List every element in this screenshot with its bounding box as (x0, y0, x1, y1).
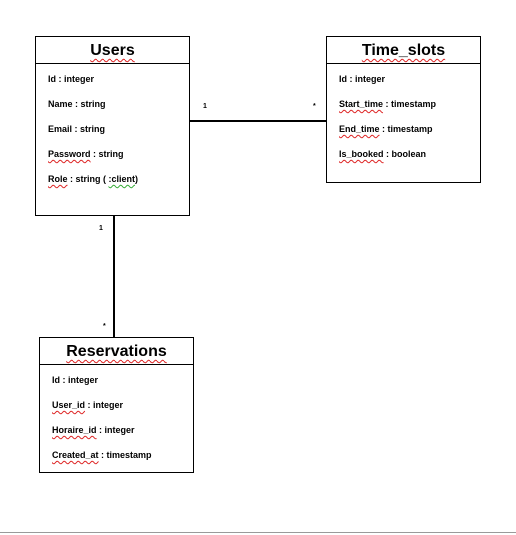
field-id: Id : integer (339, 74, 386, 84)
multiplicity-reservations-many: * (103, 323, 106, 330)
field-name: Name : string (48, 99, 106, 109)
field-list: Id : integer Name : string Email : strin… (36, 64, 189, 197)
field-start-time: Start_time : timestamp (339, 99, 437, 109)
multiplicity-timeslots-many: * (313, 103, 316, 110)
field-id: Id : integer (48, 74, 95, 84)
entity-title: Users (36, 37, 189, 64)
entity-time-slots[interactable]: Time_slots Id : integer Start_time : tim… (326, 36, 481, 183)
field-is-booked: Is_booked : boolean (339, 149, 427, 159)
field-end-time: End_time : timestamp (339, 124, 433, 134)
field-horaire-id: Horaire_id : integer (52, 425, 135, 435)
multiplicity-users-one: 1 (203, 103, 207, 110)
entity-reservations[interactable]: Reservations Id : integer User_id : inte… (39, 337, 194, 473)
field-list: Id : integer Start_time : timestamp End_… (327, 64, 480, 172)
field-list: Id : integer User_id : integer Horaire_i… (40, 365, 193, 473)
page-bottom-divider (0, 532, 516, 533)
field-created-at: Created_at : timestamp (52, 450, 152, 460)
entity-users[interactable]: Users Id : integer Name : string Email :… (35, 36, 190, 216)
field-id: Id : integer (52, 375, 99, 385)
entity-title: Time_slots (327, 37, 480, 64)
field-user-id: User_id : integer (52, 400, 124, 410)
entity-title: Reservations (40, 338, 193, 365)
field-role: Role : string ( :client) (48, 174, 139, 184)
multiplicity-users-one-vertical: 1 (99, 225, 103, 232)
field-password: Password : string (48, 149, 124, 159)
field-email: Email : string (48, 124, 106, 134)
